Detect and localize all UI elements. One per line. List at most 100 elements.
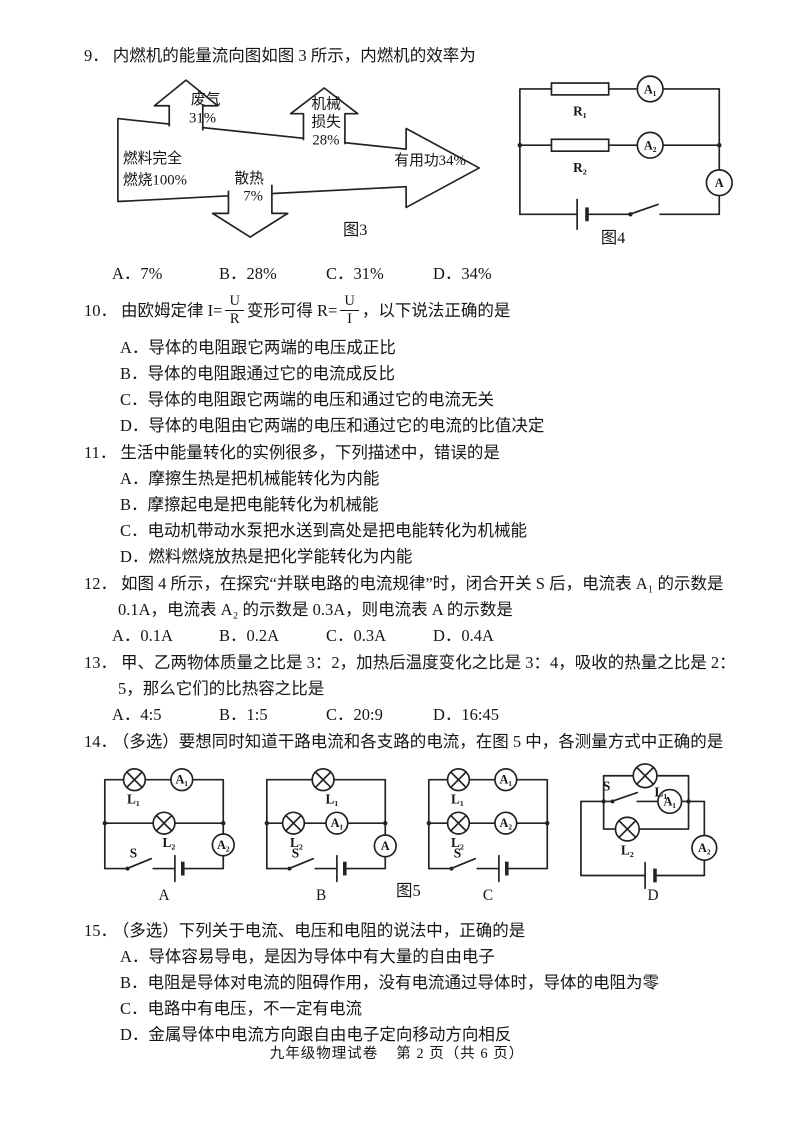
exhaust-arrow [153, 79, 219, 131]
lamp-l2-label: L₂ [621, 843, 634, 858]
ammeter-a-label: A [381, 839, 390, 853]
switch-label: S [292, 846, 299, 861]
q13-options: A．4:5 B．1:5 C．20:9 D．16:45 [112, 702, 742, 728]
junction-dot [426, 820, 432, 826]
q13-option-c: C．20:9 [326, 705, 383, 724]
ammeter-a2-label: A₂ [500, 816, 513, 830]
q13-option-d: D．16:45 [433, 705, 499, 724]
resistor-r2-label: R₂ [573, 160, 587, 175]
ammeter-a-label: A [715, 176, 724, 190]
junction-dot [686, 799, 691, 804]
ammeter-a1 [325, 811, 349, 835]
ammeter-a1-label: A₁ [644, 82, 657, 96]
mechanical-loss-arrow [289, 87, 359, 145]
heat-loss-arrow [211, 184, 289, 238]
question-10-text-mid: 变形可得 R= [246, 301, 338, 320]
footer-exam-title: 九年级物理试卷 [269, 1046, 379, 1062]
question-14: 14．（多选）要想同时知道干路电流和各支路的电流，在图 5 中，各测量方式中正确… [84, 728, 742, 755]
fuel-label-line1: 燃料完全 [123, 149, 182, 167]
exhaust-percent: 31% [189, 111, 216, 127]
resistor-r1-label: R₁ [573, 104, 587, 119]
lamp-l1-cross [125, 771, 143, 789]
circuit-c-letter: C [483, 887, 493, 904]
switch-pivot [287, 866, 292, 871]
lamp-l1-label: L₁ [326, 791, 339, 806]
switch-label: S [130, 846, 137, 861]
q12-option-c: C．0.3A [326, 626, 387, 645]
circuit-wires [580, 800, 706, 877]
mech-loss-label-line1: 机械 [311, 96, 341, 113]
circuit-wires [519, 88, 721, 216]
question-14-text: （多选）要想同时知道干路电流和各支路的电流，在图 5 中，各测量方式中正确的是 [121, 732, 724, 751]
ammeter-a1-label: A₁ [331, 816, 344, 830]
page-footer: 九年级物理试卷第 2 页（共 6 页） [0, 1042, 794, 1063]
junction-dot [545, 820, 550, 826]
question-12-text-line1: 如图 4 所示，在探究“并联电路的电流规律”时，闭合开关 S 后，电流表 A₁ … [121, 574, 724, 593]
q9-figures: 燃料完全 燃烧100% 废气 31% 机械 损失 28% 散热 7% 有用功34… [110, 73, 742, 255]
junction-dot [717, 142, 722, 148]
switch-lever [613, 791, 639, 802]
circuit-wires [428, 778, 549, 870]
ammeter-a [705, 169, 733, 197]
q9-options: A．7% B．28% C．31% D．34% [112, 261, 742, 287]
q11-option-c: C．电动机带动水泵把水送到高处是把电能转化为机械能 [120, 521, 528, 540]
q14-circuit-figures: A₁ A₂ L₁ L₂ S A A₁ A L₁ L₂ S [90, 761, 742, 909]
q13-option-b: B．1:5 [219, 705, 268, 724]
circuit-a-diagram: A₁ A₂ L₁ L₂ S A [102, 768, 235, 904]
ammeter-a2-label: A₂ [217, 838, 230, 852]
switch-pivot [449, 866, 454, 871]
switch-label: S [603, 779, 610, 794]
circuit-d-diagram: A₁ A₂ L₁ L₂ S D [580, 763, 718, 904]
ammeter-a2-label: A₂ [698, 841, 711, 855]
circuit-b-diagram: A₁ A L₁ L₂ S B [264, 768, 398, 904]
switch-lever [631, 203, 659, 215]
q10-option-a: A．导体的电阻跟它两端的电压成正比 [120, 338, 396, 357]
question-10-text-post: ，以下说法正确的是 [361, 301, 511, 320]
ammeter-a2-label: A₂ [644, 139, 657, 153]
question-15-text: （多选）下列关于电流、电压和电阻的说法中，正确的是 [121, 921, 526, 940]
q15-option-b: B．电阻是导体对电流的阻碍作用，没有电流通过导体时，导体的电阻为零 [120, 973, 660, 992]
q12-option-b: B．0.2A [219, 626, 280, 645]
lamp-l1-label: L₁ [127, 791, 140, 806]
question-13: 13．甲、乙两物体质量之比是 3：2，加热后温度变化之比是 3：4，吸收的热量之… [84, 649, 742, 676]
switch-pivot [628, 212, 633, 217]
mech-loss-percent: 28% [312, 132, 339, 148]
q15-option-a: A．导体容易导电，是因为导体中有大量的自由电子 [120, 947, 495, 966]
q11-option-d: D．燃料燃烧放热是把化学能转化为内能 [120, 547, 413, 566]
question-11-number: 11． [84, 443, 117, 462]
question-14-number: 14． [84, 732, 117, 751]
q12-options: A．0.1A B．0.2A C．0.3A D．0.4A [112, 623, 742, 649]
heat-loss-label: 散热 [234, 170, 264, 187]
question-13-number: 13． [84, 653, 117, 672]
question-9: 9．内燃机的能量流向图如图 3 所示，内燃机的效率为 [84, 42, 742, 69]
q10-option-c: C．导体的电阻跟它两端的电压和通过它的电流无关 [120, 390, 495, 409]
exhaust-label: 废气 [191, 91, 221, 108]
ammeter-a1-label: A₁ [176, 773, 189, 787]
switch-lever [452, 857, 477, 869]
ammeter-a2 [691, 834, 718, 862]
question-11-text: 生活中能量转化的实例很多，下列描述中，错误的是 [120, 443, 500, 462]
switch-lever [128, 857, 153, 869]
energy-flow-body [117, 117, 481, 209]
lamp-l1-label: L₁ [451, 791, 464, 806]
question-10-number: 10． [84, 301, 117, 320]
fig3-energy-flow-diagram: 燃料完全 燃烧100% 废气 31% 机械 损失 28% 散热 7% 有用功34… [117, 79, 481, 239]
ammeter-a1 [170, 768, 194, 792]
heat-loss-percent: 7% [243, 189, 263, 205]
junction-dot [264, 820, 270, 826]
q9-option-a: A．7% [112, 264, 163, 283]
question-13-text-line1: 甲、乙两物体质量之比是 3：2，加热后温度变化之比是 3：4，吸收的热量之比是 … [121, 653, 736, 672]
lamp-l1-cross [314, 771, 332, 789]
ammeter-a1-label: A₁ [500, 773, 513, 787]
lamp-l2-label: L₂ [290, 835, 303, 850]
lamp-l2-label: L₂ [451, 835, 464, 850]
q15-option-c: C．电路中有电压，不一定有电流 [120, 999, 363, 1018]
useful-work-label: 有用功34% [394, 152, 466, 169]
lamp-l2-cross [618, 819, 637, 839]
resistor-r1 [550, 82, 610, 96]
q11-option-b: B．摩擦起电是把电能转化为机械能 [120, 495, 379, 514]
